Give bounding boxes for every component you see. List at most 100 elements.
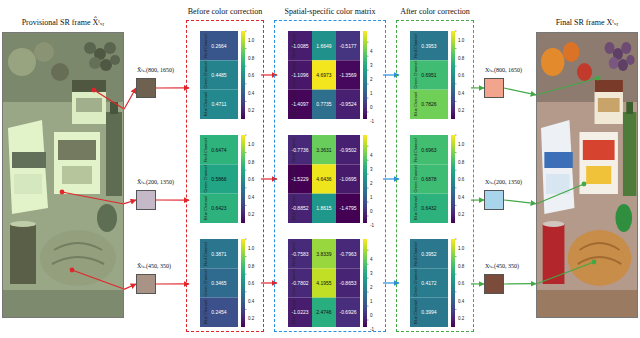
heatmap-cell: [288, 164, 312, 193]
heatmap-cell: [312, 298, 336, 327]
colorbar: [451, 135, 455, 223]
tick-label: 0.2: [458, 108, 464, 114]
tick-label: 0.6: [458, 177, 464, 183]
heatmap-cell: [200, 135, 238, 164]
stage-panel: 0.26640.44850.4711Red ChannelGreen Chann…: [186, 20, 264, 332]
colorbar-tick: [367, 42, 369, 43]
tick-label: 3: [370, 271, 373, 277]
heatmap-cell: [336, 239, 360, 268]
scene-picture: [2, 32, 124, 318]
cell-value: -0.8653: [340, 280, 357, 286]
patch-label: Xᵗₛᵣ(450, 350): [485, 263, 519, 270]
cell-value: -0.7736: [292, 147, 309, 153]
colorbar-tick: [455, 187, 457, 188]
cell-value: 0.6878: [421, 176, 436, 182]
heatmap-cell: [200, 239, 238, 268]
cell-value: 4.6973: [316, 72, 331, 78]
colorbar-tick: [367, 216, 369, 217]
colorbar-tick: [245, 187, 247, 188]
colorbar-tick: [455, 205, 457, 206]
tick-label: 3: [370, 167, 373, 173]
heatmap-cell: [410, 90, 448, 119]
colorbar: [451, 239, 455, 327]
colorbar-tick: [455, 239, 457, 240]
cell-value: -0.7802: [292, 280, 309, 286]
heatmap-cell: [336, 194, 360, 223]
color-patch: Xᵗₛᵣ(800, 1650): [484, 78, 504, 98]
patch-label: X̂ᵗₛᵣ(450, 350): [137, 263, 171, 270]
colorbar: [241, 239, 245, 327]
channel-label: Blue Channel: [413, 300, 419, 324]
channel-label: Blue Channel: [413, 92, 419, 116]
panel-title: Final SR frame Xᵗₛᵣ: [556, 18, 619, 27]
cell-value: 0.3953: [421, 43, 436, 49]
cell-value: 4.6436: [316, 176, 331, 182]
cell-value: 0.2454: [211, 309, 226, 315]
heatmap-cell: [312, 164, 336, 193]
colorbar-tick: [367, 160, 369, 161]
stage-panel: 0.39530.69510.7826Red ChannelGreen Chann…: [396, 20, 474, 332]
cell-value: 3.3631: [316, 147, 331, 153]
colorbar-tick: [367, 112, 369, 113]
cell-value: 0.7826: [421, 101, 436, 107]
heatmap-cell: [288, 239, 312, 268]
colorbar-tick: [455, 256, 457, 257]
tick-label: 2: [370, 285, 373, 291]
colorbar-tick: [455, 135, 457, 136]
channel-label: Green Channel: [413, 61, 419, 88]
cell-value: 0.2664: [211, 43, 226, 49]
tick-label: 0.6: [458, 281, 464, 287]
cell-value: -1.0223: [292, 309, 309, 315]
heatmap-cell: [312, 194, 336, 223]
cell-value: 0.4711: [212, 101, 227, 107]
colorbar-tick: [367, 306, 369, 307]
colorbar-tick: [367, 174, 369, 175]
tick-label: 1: [370, 195, 373, 201]
color-patch: Xᵗₛᵣ(200, 1350): [484, 190, 504, 210]
channel-label: Green Channel: [203, 165, 209, 192]
tick-label: -1: [370, 223, 374, 229]
pick-leader: [60, 88, 124, 289]
colorbar-tick: [245, 101, 247, 102]
channel-label: Red Channel: [413, 138, 419, 161]
colorbar-tick: [455, 291, 457, 292]
colorbar-tick: [367, 202, 369, 203]
colorbar-tick: [367, 292, 369, 293]
heatmap-cell: [410, 164, 448, 193]
heatmap-cell: [410, 31, 448, 60]
channel-label: Red Channel: [203, 242, 209, 265]
heatmap-cell: [288, 298, 312, 327]
tick-label: 0: [370, 313, 373, 319]
tick-label: 0.4: [248, 299, 254, 305]
heatmap: 0.69630.68780.6432Red ChannelGreen Chann…: [399, 133, 471, 225]
flow-arrow: [504, 200, 536, 204]
flow-arrow: [156, 87, 189, 88]
colorbar: [241, 31, 245, 119]
heatmap-cell: [288, 60, 312, 89]
tick-label: 0.8: [248, 264, 254, 270]
heatmap-cell: [410, 268, 448, 297]
heatmap-cell: [312, 31, 336, 60]
panel-title: Provisional SR frame X̂ᵗₛᵣ: [22, 18, 105, 27]
channel-label: Red Channel: [203, 34, 209, 57]
cell-value: 0.6963: [421, 147, 436, 153]
colorbar-tick: [367, 98, 369, 99]
tick-label: 1.0: [248, 38, 254, 44]
heatmap-cell: [200, 268, 238, 297]
channel-label: Red Channel: [413, 34, 419, 57]
tick-label: 0.8: [458, 56, 464, 62]
tick-label: 0.2: [248, 108, 254, 114]
colorbar-tick: [455, 274, 457, 275]
tick-label: 1: [370, 91, 373, 97]
colorbar-tick: [367, 146, 369, 147]
heatmap-cell: [200, 194, 238, 223]
heatmap-cell: [288, 194, 312, 223]
channel-label: Green Channel: [203, 61, 209, 88]
heatmap-cell: [336, 298, 360, 327]
frame-image: Final SR frame Xᵗₛᵣ: [536, 32, 638, 318]
heatmap: -0.75833.8339-0.7963-0.78024.1955-0.8653…: [277, 237, 383, 329]
cell-value: 0.3871: [211, 251, 226, 257]
heatmap: 0.39520.41720.3994Red ChannelGreen Chann…: [399, 237, 471, 329]
heatmap-cell: [336, 31, 360, 60]
colorbar-tick: [245, 83, 247, 84]
